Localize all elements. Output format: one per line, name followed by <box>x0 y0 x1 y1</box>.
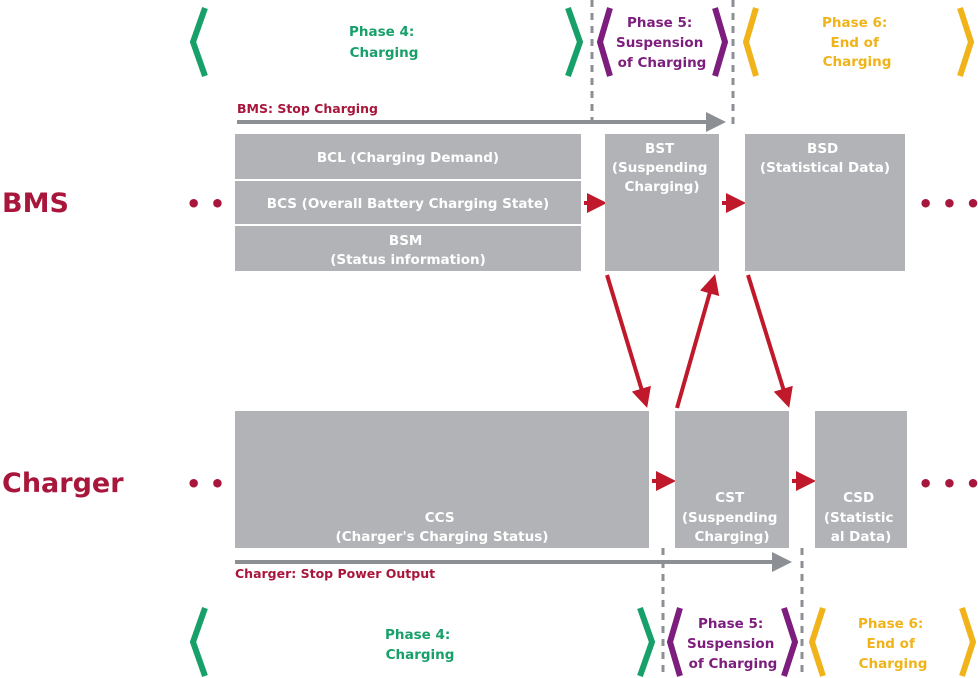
bms-stop-note: BMS: Stop Charging <box>237 101 378 116</box>
bcs-box-label: BCS (Overall Battery Charging State) <box>267 196 549 212</box>
bst-to-cst-down-arrow <box>605 274 651 408</box>
cst-box <box>675 411 789 548</box>
charger-right-ellipsis: • • • <box>918 470 978 498</box>
bcs-box <box>235 181 581 224</box>
bsm-box-label: BSM (Status information) <box>330 233 486 268</box>
bms-row-label: BMS <box>2 188 69 219</box>
top-phase5-label: Phase 5: Suspension of Charging <box>616 15 708 71</box>
bottom-phase5-bracket <box>666 607 799 677</box>
bottom-phase6-label: Phase 6: End of Charging <box>858 616 928 672</box>
bsm-box <box>235 226 581 271</box>
ccs-box-label: CCS (Charger's Charging Status) <box>336 510 549 545</box>
top-phase4-bracket <box>189 7 584 77</box>
bsd-to-csd-down-arrow <box>746 274 793 408</box>
bottom-phase4-bracket <box>189 607 656 677</box>
bottom-phase4-label: Phase 4: Charging <box>385 627 455 663</box>
cst-box-label: CST (Suspending Charging) <box>682 490 782 545</box>
cst-to-bst-up-arrow <box>675 274 720 409</box>
bsd-box-label: BSD (Statistical Data) <box>760 141 890 176</box>
bst-box-label: BST (Suspending Charging) <box>612 141 712 195</box>
csd-box <box>815 411 907 548</box>
charger-row-label: Charger <box>2 468 124 499</box>
bst-box <box>605 134 719 271</box>
bottom-phase6-bracket <box>808 607 977 677</box>
bcl-box-label: BCL (Charging Demand) <box>317 150 499 166</box>
top-phase5-bracket <box>596 7 729 77</box>
csd-box-label: CSD (Statistic al Data) <box>824 490 898 545</box>
top-phase6-label: Phase 6: End of Charging <box>822 15 892 70</box>
bsd-box <box>745 134 905 271</box>
charger-stop-note: Charger: Stop Power Output <box>235 566 435 581</box>
bcl-box <box>235 134 581 179</box>
ccs-box <box>235 411 649 548</box>
top-phase4-label: Phase 4: Charging <box>349 24 419 61</box>
bms-right-ellipsis: • • • <box>918 190 978 218</box>
top-phase6-bracket <box>742 7 975 77</box>
bottom-phase5-label: Phase 5: Suspension of Charging <box>687 616 779 672</box>
